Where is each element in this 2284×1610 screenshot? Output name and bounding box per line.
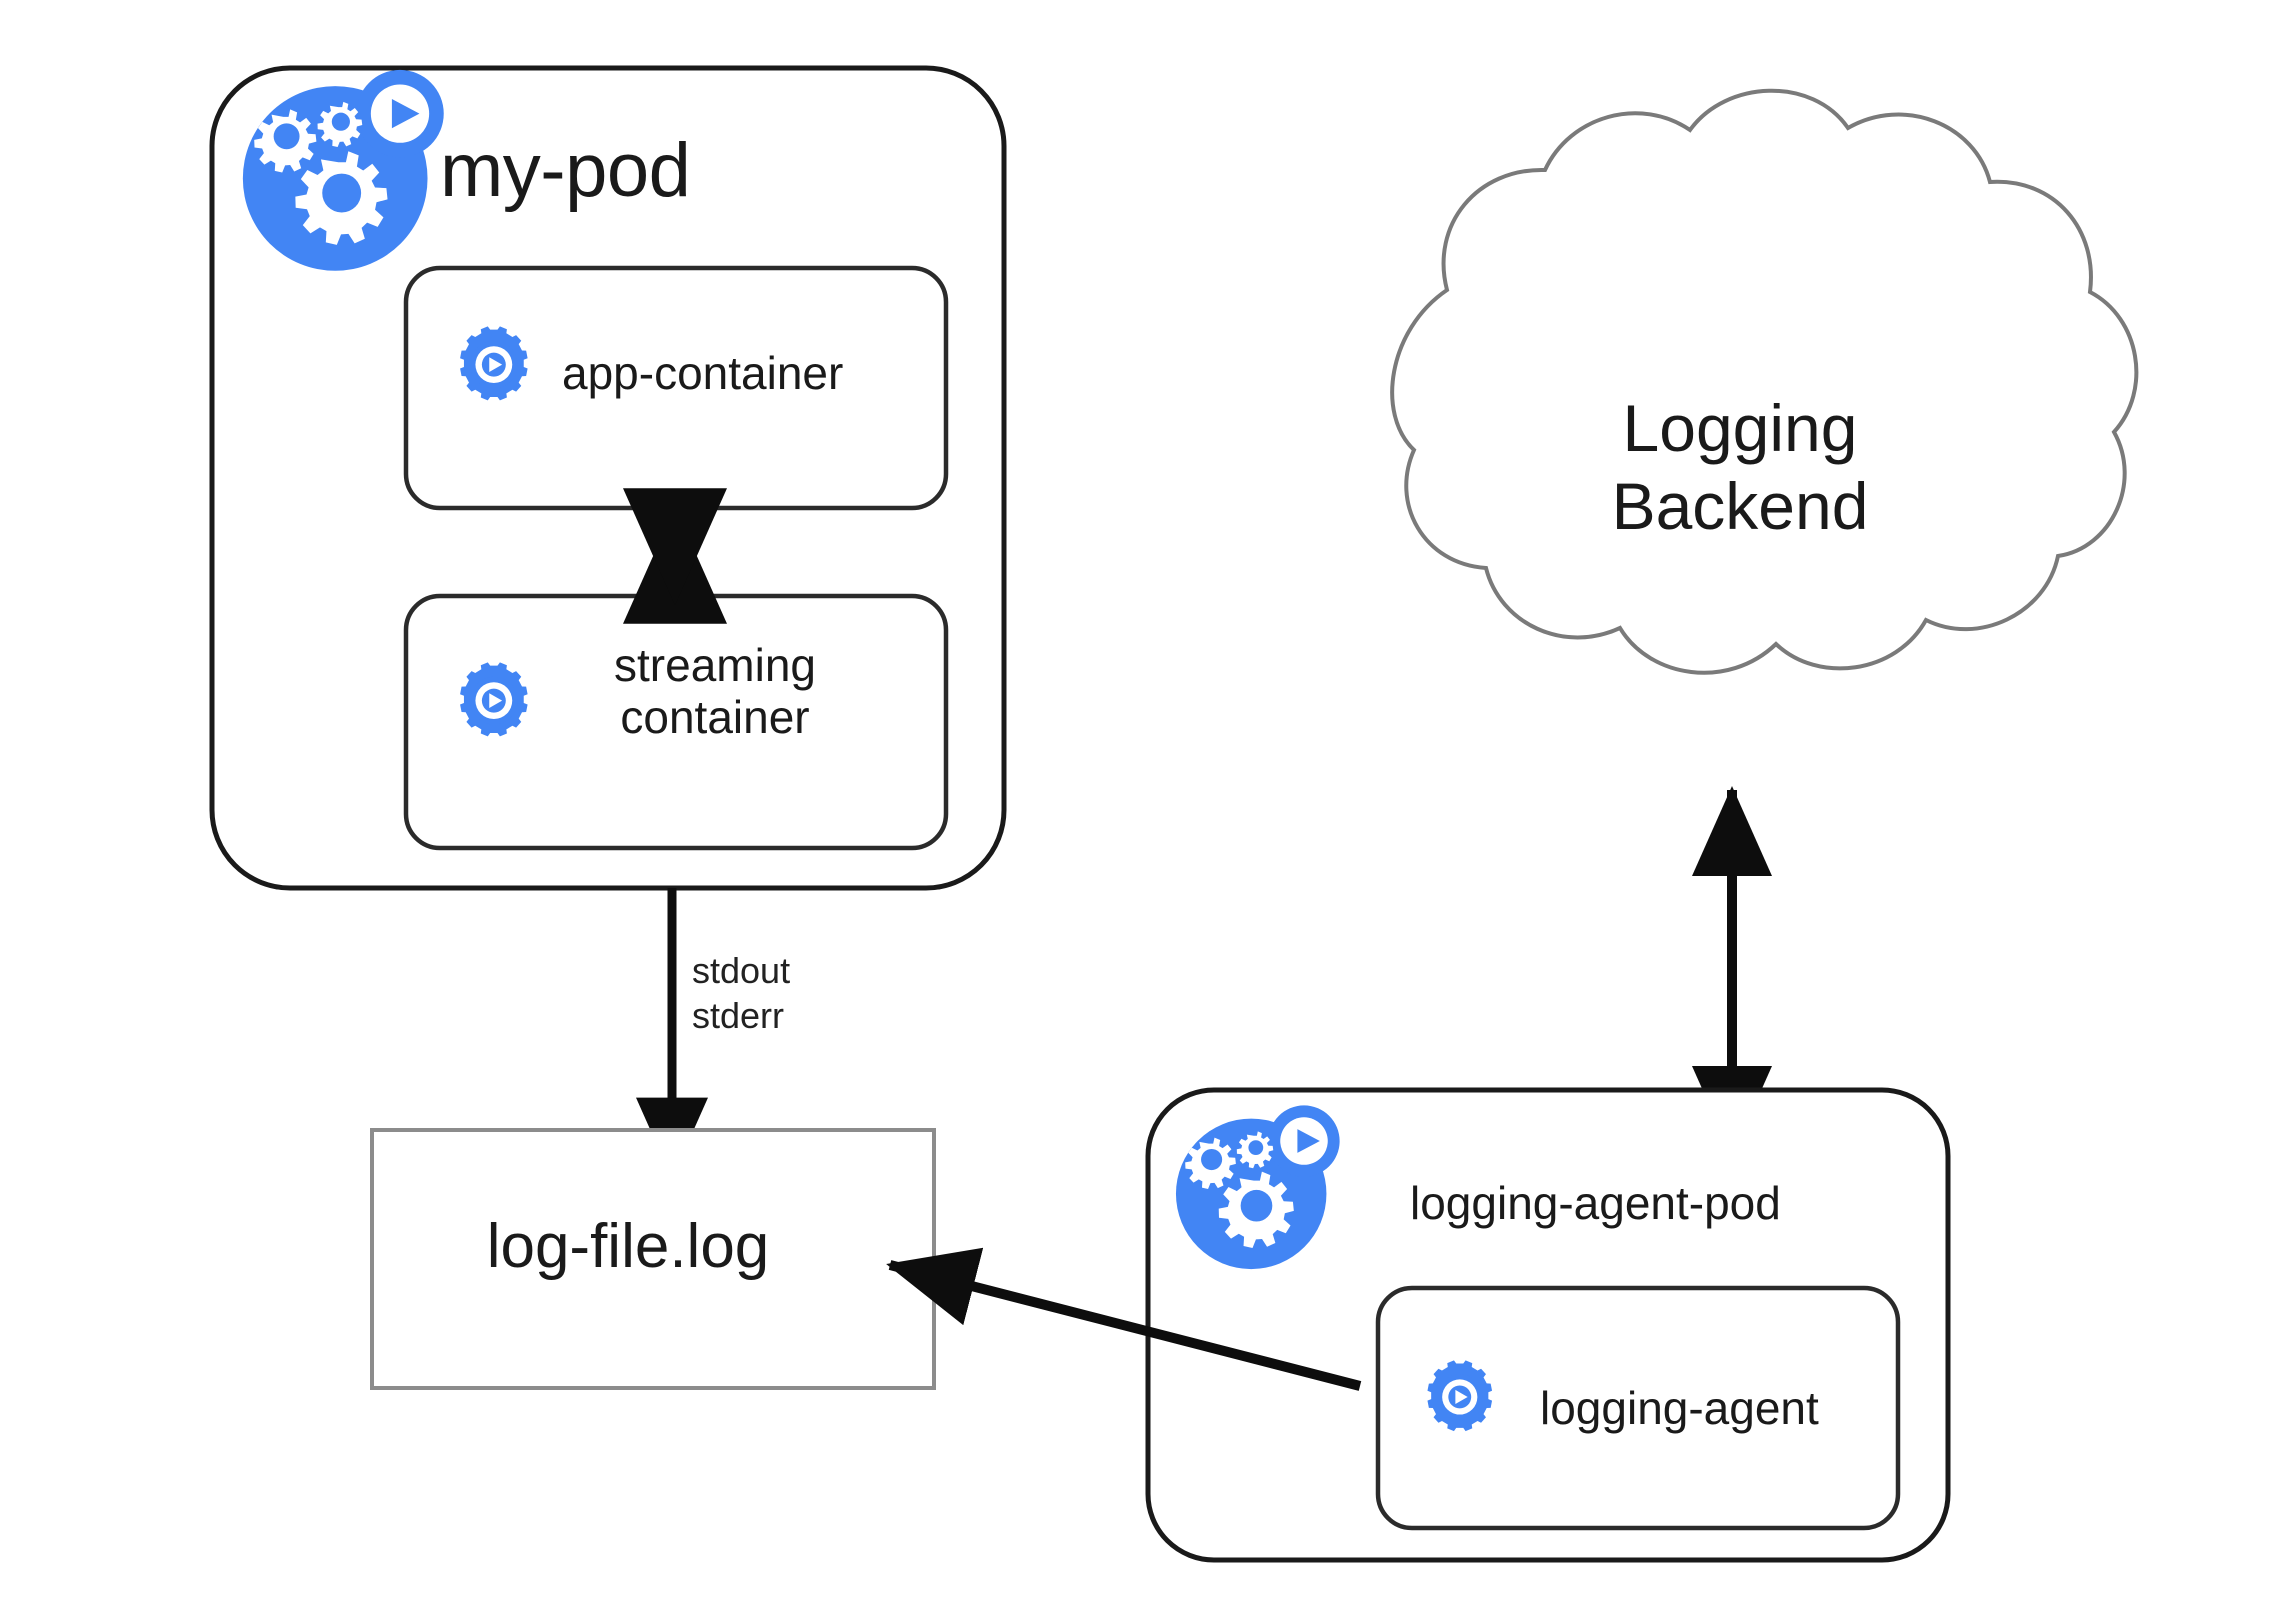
logging-agent-pod-title: logging-agent-pod — [1410, 1177, 1781, 1229]
stderr-label: stderr — [692, 995, 785, 1036]
logging-agent-label: logging-agent — [1540, 1382, 1819, 1434]
logging-backend-label-line1: Logging — [1622, 391, 1858, 465]
kubernetes-pod-icon — [242, 69, 444, 271]
container-gear-play-icon — [460, 326, 528, 401]
app-container-label: app-container — [562, 347, 844, 399]
log-file-box — [370, 1128, 936, 1390]
stdout-label: stdout — [692, 950, 791, 991]
logging-backend-cloud — [1390, 88, 2139, 675]
container-gear-play-icon — [1427, 1360, 1493, 1432]
streaming-container-label-line2: container — [620, 690, 810, 743]
logging-agent-box — [1375, 1285, 1901, 1531]
kubernetes-pod-icon — [1175, 1105, 1340, 1270]
edge-agent-to-logfile — [886, 1247, 1362, 1391]
my-pod-title: my-pod — [440, 128, 691, 213]
logging-backend-label-line2: Backend — [1611, 468, 1869, 543]
container-gear-play-icon — [460, 662, 528, 737]
log-file-label: log-file.log — [486, 1212, 770, 1281]
streaming-container-label-line1: streaming — [614, 639, 816, 691]
